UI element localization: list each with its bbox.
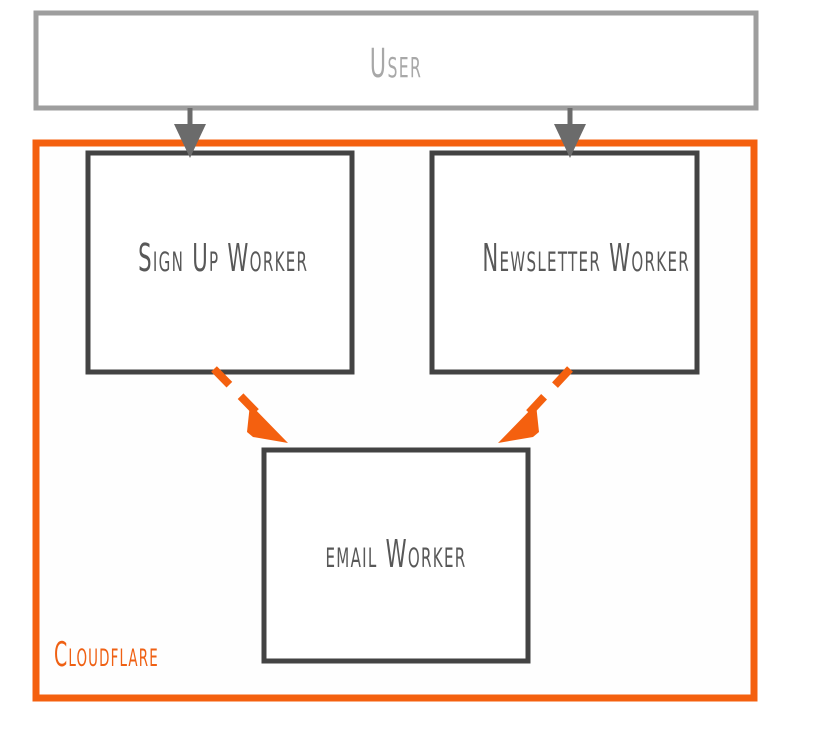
- node-user-box[interactable]: [33, 10, 759, 111]
- node-signup-worker-box[interactable]: [85, 150, 355, 375]
- node-email-worker-box[interactable]: [261, 447, 531, 664]
- node-newsletter-worker-box[interactable]: [429, 150, 700, 375]
- edge-user-to-signup-worker: [174, 108, 206, 158]
- edge-newsletter-worker-to-email-worker: [498, 366, 573, 443]
- edge-signup-worker-to-email-worker: [211, 366, 288, 443]
- edge-user-to-newsletter-worker: [554, 108, 586, 158]
